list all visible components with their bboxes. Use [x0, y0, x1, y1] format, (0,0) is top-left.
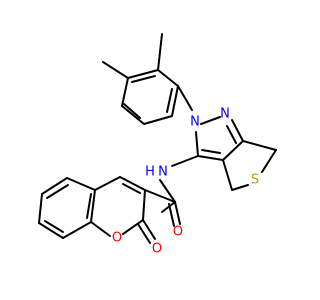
bond	[166, 88, 173, 113]
bond	[131, 75, 156, 83]
amide-linker	[144, 155, 199, 227]
bond	[123, 103, 141, 119]
bond	[142, 219, 156, 240]
bond	[90, 189, 96, 223]
bond	[46, 184, 69, 199]
amide-hydrogen-label: H	[145, 165, 155, 180]
bond	[195, 131, 199, 157]
sulfur-label: S	[251, 173, 259, 188]
bond	[119, 176, 146, 191]
bond	[121, 77, 129, 107]
bond	[231, 184, 249, 191]
bond	[177, 85, 193, 111]
bond	[127, 69, 159, 79]
bond	[122, 219, 144, 235]
carbonyl-oxygen-label: O	[152, 242, 162, 257]
bond	[161, 201, 176, 213]
bond	[44, 220, 64, 233]
bond	[261, 149, 277, 173]
pyrazole-nitrogen-2-label: N	[220, 107, 230, 122]
dimethylphenyl-ring	[102, 33, 193, 125]
bond	[242, 140, 277, 151]
amide-oxygen-label: O	[173, 225, 183, 240]
bond	[197, 155, 224, 161]
bond	[171, 85, 179, 117]
bond	[222, 140, 244, 161]
bond	[157, 69, 179, 87]
bond	[38, 222, 64, 239]
pyrazole-nitrogen-1-label: N	[190, 115, 200, 130]
bond	[159, 179, 176, 203]
molecule-drawing: N N S N H O O O	[38, 33, 277, 257]
ring-oxygen-label: O	[112, 231, 122, 246]
bond	[231, 119, 244, 142]
bond	[174, 201, 181, 225]
bond	[41, 177, 68, 195]
bond	[144, 189, 176, 203]
bond	[226, 125, 237, 144]
bond	[94, 176, 121, 191]
bond	[143, 115, 173, 125]
bond	[142, 189, 146, 221]
bond	[122, 183, 141, 194]
bond	[66, 177, 96, 191]
bond	[168, 203, 175, 227]
bond	[121, 105, 145, 125]
structure-canvas: N N S N H O O O	[38, 33, 277, 257]
bond	[90, 221, 111, 237]
methyl-bond	[157, 33, 163, 71]
bond	[137, 223, 151, 244]
bond	[171, 155, 199, 167]
bond	[200, 116, 221, 125]
methyl-bond	[102, 61, 129, 79]
bond	[222, 159, 233, 191]
coumarin-system	[38, 176, 156, 244]
bond	[62, 221, 92, 239]
amide-nitrogen-label: N	[158, 165, 168, 180]
bond	[201, 149, 221, 154]
bond	[86, 193, 92, 219]
thienopyrazole-core	[195, 116, 277, 191]
bond	[38, 193, 43, 224]
atom-labels: N N S N H O O O	[112, 107, 259, 257]
